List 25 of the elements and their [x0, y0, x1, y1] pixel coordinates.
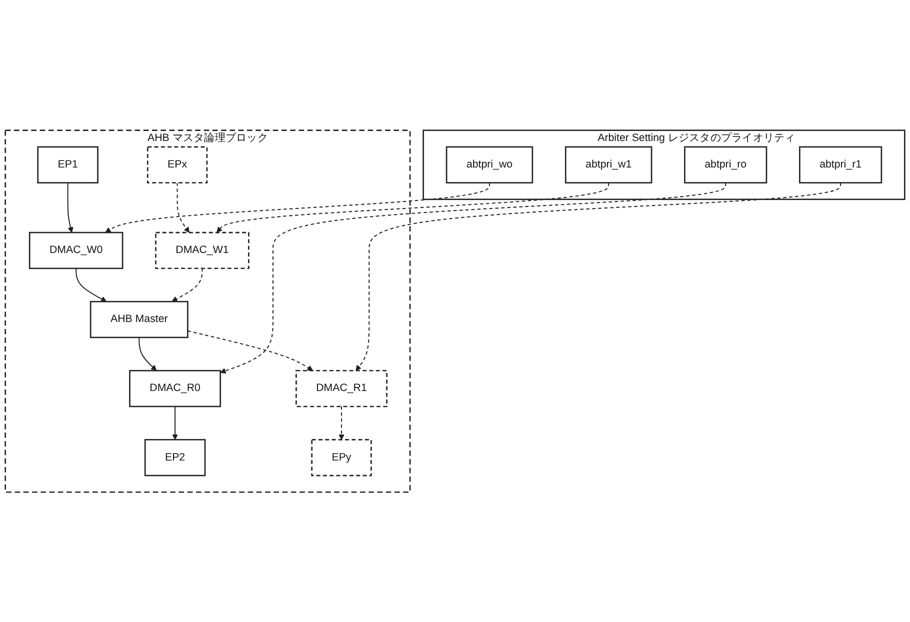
- node-box: abtpri_wo: [446, 146, 534, 184]
- node-box: DMAC_R0: [129, 370, 221, 407]
- node-box: abtpri_ro: [684, 146, 768, 184]
- arrow: [67, 182, 74, 233]
- arrow: [76, 268, 107, 302]
- arrow: [356, 182, 842, 371]
- node-box: EPx: [146, 146, 208, 184]
- node-box: DMAC_R1: [296, 370, 388, 407]
- arrow: [187, 330, 314, 371]
- arrow: [220, 182, 726, 374]
- node-box: abtpri_r1: [799, 146, 882, 184]
- node-box: AHB Master: [90, 300, 188, 338]
- arrow: [172, 268, 203, 302]
- node-box: abtpri_w1: [564, 146, 652, 184]
- arrow: [216, 182, 610, 233]
- arrow: [138, 336, 157, 371]
- node-box: EP1: [37, 146, 98, 184]
- node-box: EPy: [311, 438, 372, 476]
- arrow: [338, 406, 344, 440]
- arrow: [105, 182, 490, 233]
- node-box: EP2: [144, 438, 206, 476]
- node-box: DMAC_W0: [28, 232, 124, 269]
- arrow: [172, 406, 178, 440]
- arrow: [176, 182, 190, 233]
- node-box: DMAC_W1: [155, 232, 250, 269]
